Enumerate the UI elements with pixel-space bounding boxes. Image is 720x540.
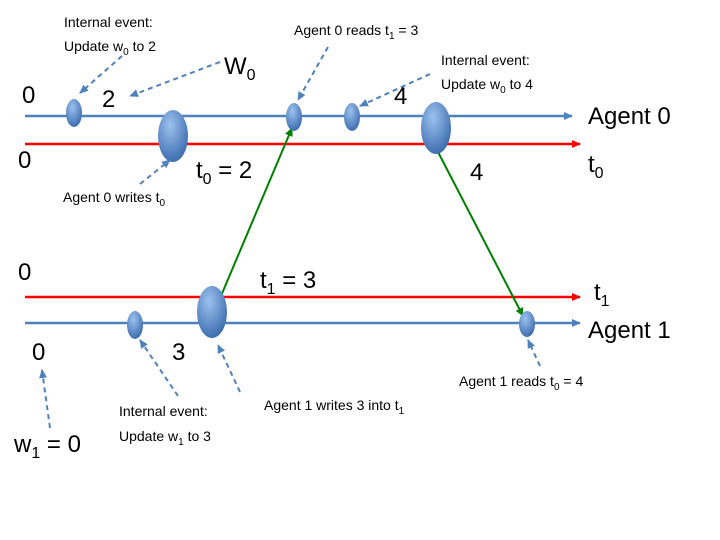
w0-value-4: 4 <box>394 83 407 110</box>
agent0-reads-annotation: Agent 0 reads t1 = 3 <box>294 22 418 42</box>
t1-value-0: 0 <box>18 259 31 286</box>
event-agent0-update-w0-4 <box>344 103 360 131</box>
event-agent0-write-t0 <box>158 110 188 162</box>
event-agent0-send-t0 <box>421 102 451 154</box>
dashed-arrow-internal-event-1 <box>79 55 123 94</box>
event-agent1-update-w1-3 <box>127 311 143 339</box>
internal-event-1-line1: Internal event: <box>64 14 153 30</box>
w0-value-0: 0 <box>22 82 35 109</box>
agent1-reads-annotation: Agent 1 reads t0 = 4 <box>459 373 583 393</box>
dashed-arrow-internal-event-2 <box>359 73 431 107</box>
w1-value-3: 3 <box>172 339 185 366</box>
t1-title: t1 <box>594 279 610 310</box>
dashed-arrow-agent0-reads <box>297 46 329 101</box>
w0-value-2: 2 <box>102 86 115 113</box>
w1-initial-label: w1 = 0 <box>13 431 81 462</box>
internal-event-2-line1: Internal event: <box>441 52 530 68</box>
dashed-arrow-internal-event-3 <box>139 339 179 397</box>
dashed-arrow-agent0-writes <box>139 159 171 185</box>
internal-event-2-line2: Update w0 to 4 <box>441 76 533 96</box>
t1-value-3: t1 = 3 <box>260 267 316 298</box>
agent0-label: Agent 0 <box>588 103 671 130</box>
event-agent0-update-w0-2 <box>66 99 82 127</box>
w0-title: W0 <box>224 53 256 84</box>
t0-value-2: t0 = 2 <box>196 157 252 188</box>
dashed-arrow-w1-initial <box>39 369 51 429</box>
message-arrow-agent0-to-agent1 <box>436 149 524 317</box>
t0-title: t0 <box>588 151 604 182</box>
agent1-writes-annotation: Agent 1 writes 3 into t1 <box>264 397 405 417</box>
internal-event-3-line1: Internal event: <box>119 403 208 419</box>
t0-value-0: 0 <box>18 147 31 174</box>
internal-event-1-line2: Update w0 to 2 <box>64 38 156 58</box>
agent1-label: Agent 1 <box>588 317 671 344</box>
agent0-writes-annotation: Agent 0 writes t0 <box>63 189 166 209</box>
internal-event-3-line2: Update w1 to 3 <box>119 428 211 448</box>
dashed-arrow-w0-label <box>129 61 221 97</box>
event-agent1-read-t0 <box>519 311 535 337</box>
w1-value-0: 0 <box>32 339 45 366</box>
dashed-arrow-agent1-writes <box>217 344 241 393</box>
dashed-arrow-agent1-reads <box>527 339 541 367</box>
t0-value-4: 4 <box>470 159 483 186</box>
event-agent0-read-t1 <box>286 103 302 131</box>
event-agent1-write-t1 <box>197 286 227 338</box>
message-arrow-agent1-to-agent0 <box>217 127 293 304</box>
